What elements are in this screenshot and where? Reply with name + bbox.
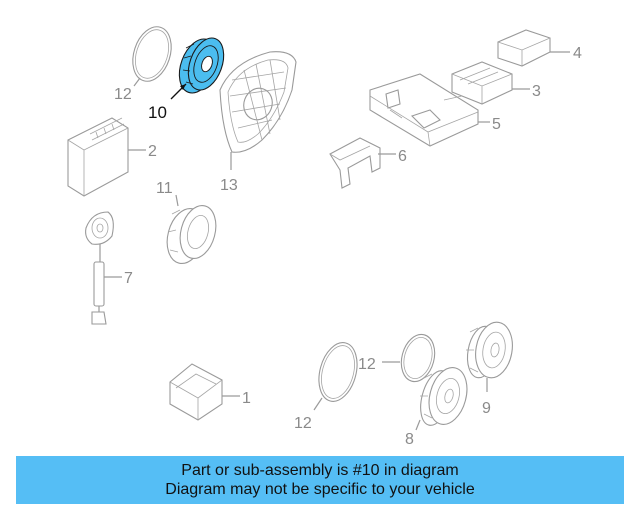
part-2-control-module (67, 117, 129, 197)
callout-10: 10 (148, 103, 167, 122)
callout-1: 1 (242, 390, 251, 407)
banner-line-2: Diagram may not be specific to your vehi… (165, 481, 475, 498)
callout-7: 7 (124, 270, 133, 287)
part-13-trim-grille (219, 51, 297, 153)
part-4-module (497, 29, 551, 67)
part-9-speaker (466, 321, 513, 379)
part-8-speaker (420, 367, 468, 426)
callout-12-top: 12 (114, 86, 132, 103)
callout-6: 6 (398, 148, 407, 165)
banner-line-1: Part or sub-assembly is #10 in diagram (181, 462, 459, 479)
part-12-seal-ring-left (318, 342, 358, 402)
part-6-bracket (329, 137, 381, 189)
callout-2: 2 (148, 143, 157, 160)
callout-13: 13 (220, 177, 238, 194)
part-11-speaker (166, 205, 217, 264)
callout-12-bottom-middle: 12 (358, 356, 376, 373)
part-3-amplifier (451, 61, 513, 105)
part-12-seal-ring-middle (400, 333, 436, 383)
info-banner: Part or sub-assembly is #10 in diagram D… (16, 456, 624, 504)
callout-5: 5 (492, 116, 501, 133)
callout-3: 3 (532, 83, 541, 100)
part-7-tweeter (85, 211, 114, 325)
part-10-speaker-highlighted (178, 37, 225, 94)
parts-diagram: 12 10 13 2 11 (67, 26, 582, 448)
callout-4: 4 (573, 45, 582, 62)
callout-12-bottom-left: 12 (294, 415, 312, 432)
callout-9: 9 (482, 400, 491, 417)
part-5-bracket (369, 73, 479, 147)
part-12-seal-ring-top (132, 26, 172, 82)
callout-8: 8 (405, 431, 414, 448)
part-1-housing (169, 363, 223, 421)
callout-11: 11 (156, 180, 173, 197)
